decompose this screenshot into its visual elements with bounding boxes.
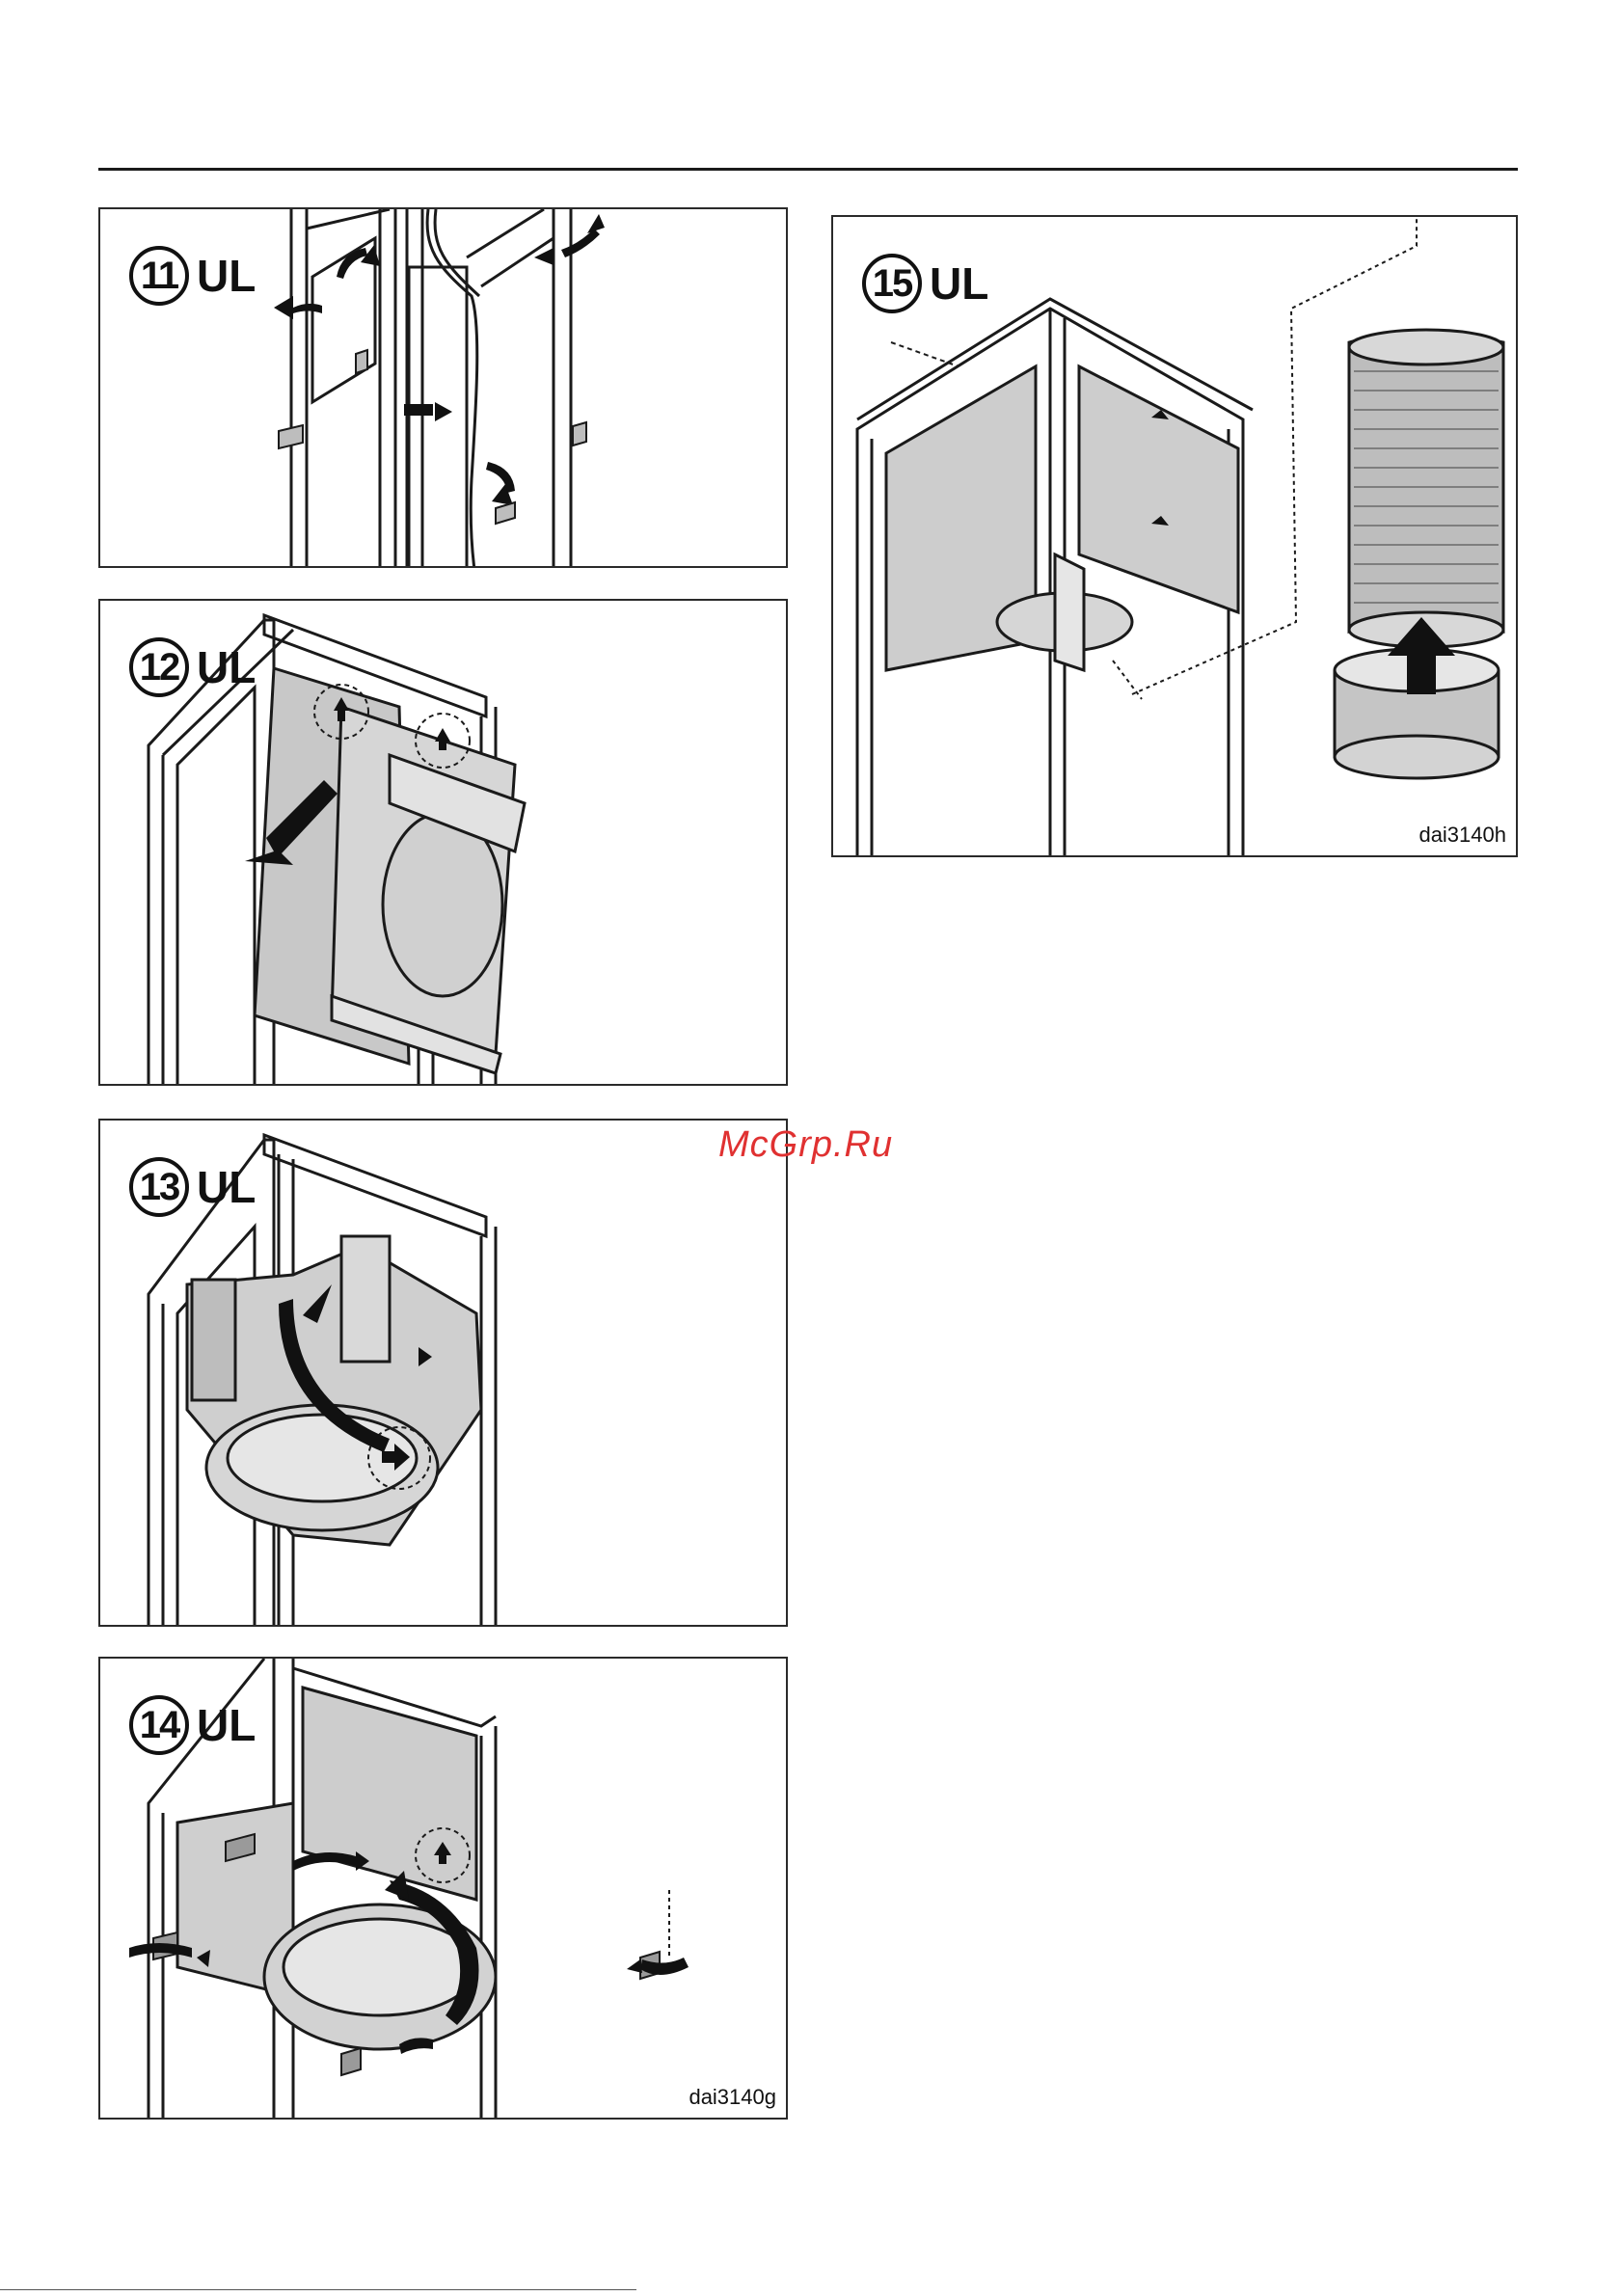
step-number: 12 bbox=[129, 637, 189, 697]
step-12-panel: 12 UL bbox=[98, 599, 788, 1086]
step-number: 13 bbox=[129, 1157, 189, 1217]
figure-code: dai3140h bbox=[1418, 823, 1506, 848]
step-number: 11 bbox=[129, 246, 189, 306]
step-label: UL bbox=[197, 1699, 256, 1751]
step-14-panel: 14 UL bbox=[98, 1657, 788, 2120]
step-13-panel: 13 UL bbox=[98, 1119, 788, 1627]
step-15-panel: 15 UL bbox=[831, 215, 1518, 857]
step-number: 15 bbox=[862, 254, 922, 313]
step-label: UL bbox=[197, 1161, 256, 1213]
step-15-heading: 15 UL bbox=[862, 254, 988, 313]
step-label: UL bbox=[197, 641, 256, 693]
figure-code: dai3140g bbox=[689, 2085, 776, 2110]
step-14-heading: 14 UL bbox=[129, 1695, 256, 1755]
header-rule bbox=[98, 168, 1518, 171]
watermark-text: McGrp.Ru bbox=[718, 1124, 893, 1166]
step-11-heading: 11 UL bbox=[129, 246, 256, 306]
step-12-heading: 12 UL bbox=[129, 637, 256, 697]
footer-rule bbox=[0, 2289, 636, 2290]
step-label: UL bbox=[197, 250, 256, 302]
step-label: UL bbox=[930, 257, 988, 310]
step-13-heading: 13 UL bbox=[129, 1157, 256, 1217]
step-11-panel: 11 UL bbox=[98, 207, 788, 568]
step-number: 14 bbox=[129, 1695, 189, 1755]
